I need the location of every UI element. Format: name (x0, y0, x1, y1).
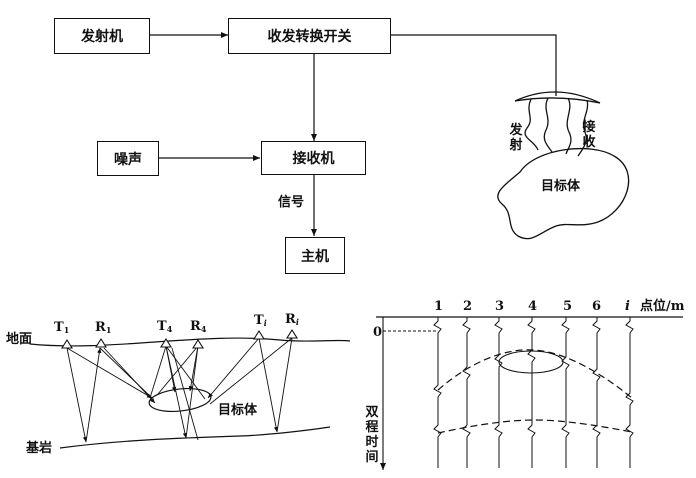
transmitter-label: 发射机 (81, 29, 123, 45)
station-subscript: i (263, 318, 267, 328)
record-trace-1 (433, 317, 442, 468)
zero-label: 0 (373, 325, 383, 340)
section-target-label: 目标体 (218, 403, 258, 418)
transmitter-box: 发射机 (54, 18, 150, 54)
station-letter: R (285, 312, 296, 327)
time-axis-label: 双程时间 (365, 405, 379, 465)
bedrock-line (59, 426, 331, 449)
trace-label-1: 1 (434, 299, 444, 314)
trace-label-2: 2 (463, 299, 473, 314)
bedrock-reflection (437, 419, 633, 434)
station-subscript: 1 (63, 325, 70, 335)
station-subscript: 1 (105, 325, 112, 335)
receive-beam-icon (565, 97, 572, 155)
noise-box: 噪声 (97, 141, 159, 176)
receiver-box: 接收机 (261, 141, 366, 175)
record-trace-5 (561, 317, 570, 468)
record-trace-6 (592, 317, 601, 468)
record-trace-7 (625, 317, 634, 468)
trace-label-3: 3 (495, 299, 505, 314)
record-traces (433, 317, 634, 468)
antenna-target-label: 目标体 (541, 179, 581, 194)
trace-label-5: 5 (563, 299, 573, 314)
station-label-r4: R4 (190, 320, 206, 333)
station-label-ri: Ri (285, 313, 299, 326)
antenna-transmit-label: 发射 (509, 123, 523, 153)
trace-label-6: 6 (592, 299, 602, 314)
ray-paths (66, 337, 293, 443)
station-label-t1: T1 (54, 321, 69, 334)
station-letter: T (254, 313, 264, 328)
station-letter: T (54, 320, 64, 335)
station-markers (61, 328, 298, 349)
station-letter: T (157, 319, 167, 334)
line-switch-to-antenna (391, 34, 557, 91)
record-trace-4 (527, 317, 536, 468)
receiver-label: 接收机 (292, 151, 335, 167)
antenna-receive-label: 接收 (582, 120, 596, 150)
station-subscript: 4 (200, 324, 207, 334)
station-subscript: i (295, 317, 299, 327)
switch-label: 收发转换开关 (267, 29, 352, 45)
bedrock-label: 基岩 (26, 441, 53, 456)
record-trace-2 (462, 317, 471, 468)
station-letter: R (95, 320, 106, 335)
station-subscript: 4 (166, 324, 173, 334)
target-body-icon (497, 147, 630, 240)
record-trace-3 (494, 317, 503, 468)
transmit-beam-icon (524, 98, 539, 151)
switch-box: 收发转换开关 (228, 18, 391, 54)
trace-label-4: 4 (528, 299, 538, 314)
station-letter: R (190, 319, 201, 334)
host-label: 主机 (301, 248, 329, 265)
host-box: 主机 (285, 237, 345, 274)
trace-label-i: i (625, 299, 630, 314)
record-target-ellipse (498, 350, 564, 374)
ground-surface-line (29, 337, 351, 347)
position-unit-label: 点位/m (640, 299, 685, 314)
station-label-t4: T4 (157, 320, 172, 333)
ground-label: 地面 (6, 332, 33, 347)
station-label-r1: R1 (95, 321, 111, 334)
noise-label: 噪声 (114, 151, 142, 168)
station-label-ti: Ti (254, 314, 267, 327)
signal-label: 信号 (278, 195, 305, 210)
hyperbola-target (437, 349, 633, 399)
